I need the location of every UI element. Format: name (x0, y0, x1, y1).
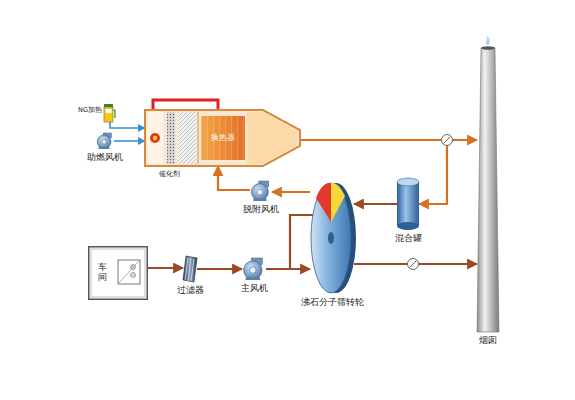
chimney-symbol (477, 48, 499, 332)
node-label: 换热器 (211, 133, 235, 143)
flow-line (354, 203, 397, 205)
node-label: 混合罐 (395, 233, 422, 243)
fan-symbol (96, 133, 114, 149)
node-label: 烟囱 (479, 335, 497, 345)
rotor-symbol (310, 182, 354, 294)
tank-node: 混合罐 (397, 178, 419, 230)
tank-symbol (397, 178, 419, 230)
node-label: 车间 (98, 263, 107, 283)
node-label: 脱附风机 (243, 204, 279, 214)
chimney-node: 烟囱 (477, 48, 499, 332)
flow-line (114, 140, 145, 142)
node-label: 过滤器 (177, 285, 204, 295)
room-node: 车间 (88, 246, 148, 300)
fan-node: 主风机 (242, 258, 266, 280)
fan-symbol (250, 181, 272, 201)
fan-node: 助燃风机 (96, 133, 114, 149)
rotor-node: 沸石分子筛转轮 (310, 182, 354, 294)
flow-line (148, 267, 183, 269)
flow-line (197, 268, 242, 270)
room-symbol (88, 246, 148, 300)
node-label: 助燃风机 (87, 152, 123, 162)
flow-line (266, 268, 310, 270)
filter-symbol (183, 256, 197, 282)
valve-symbol (442, 135, 453, 146)
flow-line (218, 166, 250, 190)
node-label: 主风机 (241, 283, 268, 293)
node-label: NG加热 (78, 107, 102, 115)
reactor-node: 催化剂换热器 (145, 110, 300, 166)
filter-node: 过滤器 (183, 256, 197, 282)
pump-symbol (104, 104, 116, 122)
node-label: 沸石分子筛转轮 (301, 297, 364, 307)
valve-symbol (408, 259, 419, 270)
fan-node: 脱附风机 (250, 181, 272, 201)
flow-line (110, 122, 145, 128)
flow-line (272, 191, 310, 193)
fan-symbol (242, 258, 266, 280)
node-label: 催化剂 (159, 170, 180, 178)
pump-node: NG加热 (104, 104, 116, 122)
branch-duct (290, 215, 314, 269)
hx-node: 换热器 (201, 116, 245, 160)
